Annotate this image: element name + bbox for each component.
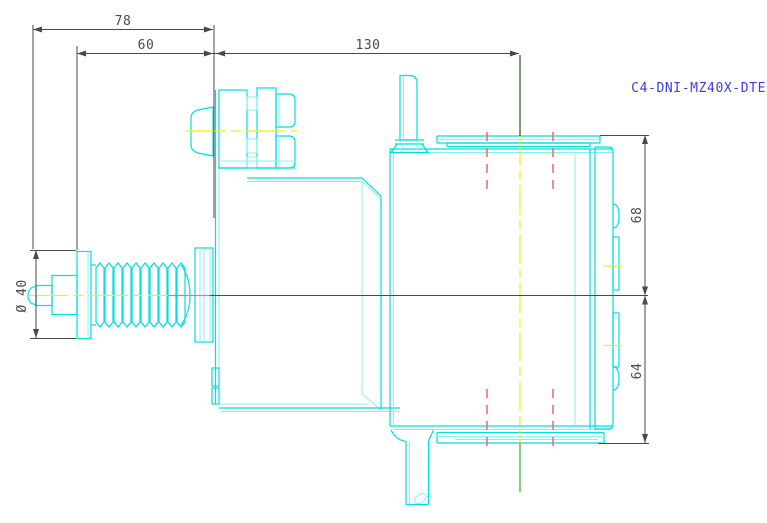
centerlines [28,55,622,492]
dim-label-diameter-40: Ø 40 [15,279,30,312]
dimension-labels: 78 60 130 Ø 40 68 64 [15,14,645,379]
rear-bump-lower [612,366,620,391]
bracket-plate-2 [256,87,277,169]
rear-block-upper [612,236,620,291]
rear-panel [594,146,614,430]
part-number-label: C4-DNI-MZ40X-DTE [631,81,766,96]
hidden-lines [486,132,554,447]
dim-label-68: 68 [630,207,645,224]
rear-bump-upper [612,203,620,229]
post-corner-arc [414,493,427,504]
side-tab-upper [211,367,220,387]
main-body [389,146,620,430]
clamp-bolt-bracket [190,87,296,169]
bracket-plate-1 [218,89,248,169]
nut-upper [275,93,296,128]
rear-block-lower [612,312,620,368]
bolt-head [190,106,214,157]
left-body-box [211,177,400,412]
dim-label-130: 130 [356,38,381,53]
top-connector-post [390,74,429,154]
dim-label-64: 64 [630,363,645,380]
dim-label-78: 78 [115,14,132,29]
bottom-cable-post [390,429,435,506]
side-tab-lower [211,387,220,405]
rear-feature-centerlines [603,265,622,347]
dim-label-60: 60 [138,38,155,53]
top-cover-plate [436,135,601,148]
dimension-graphics [30,25,649,444]
